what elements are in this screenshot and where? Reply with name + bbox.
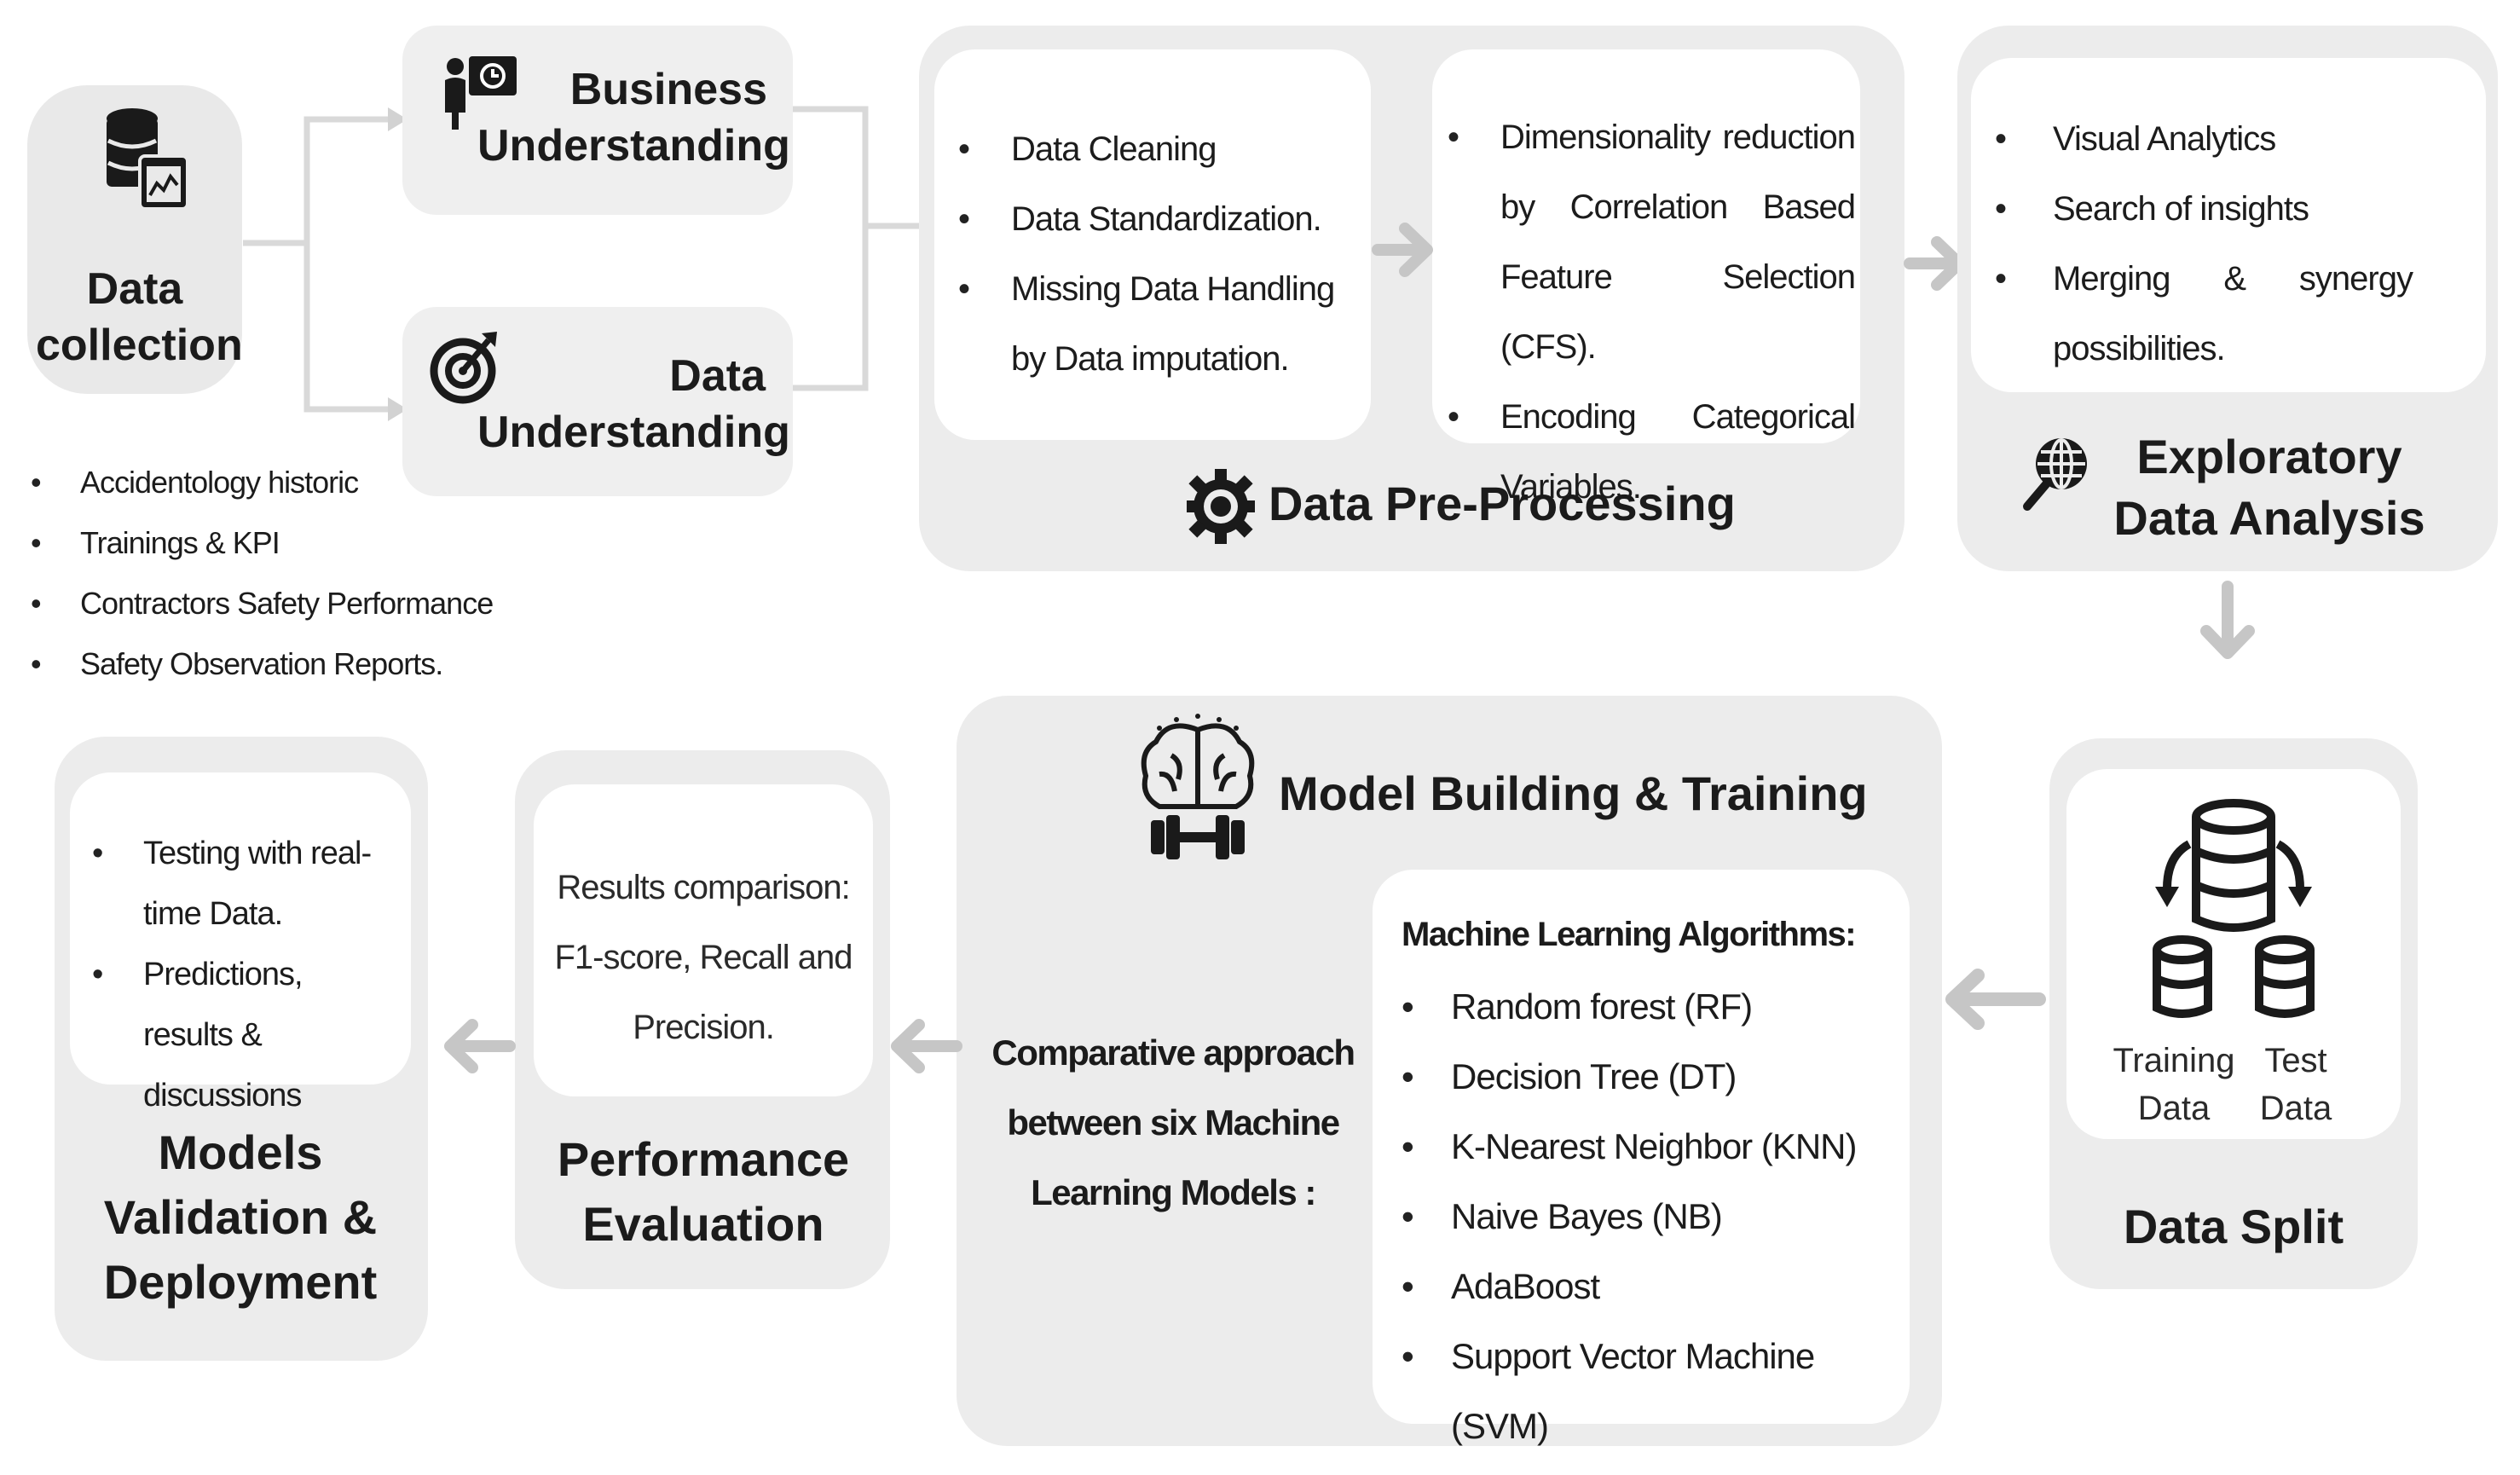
list-item: Random forest (RF) — [1402, 972, 1904, 1042]
test-data-label: Test Data — [2259, 1042, 2332, 1127]
list-item: Contractors Safety Performance — [31, 573, 508, 633]
preprocessing-title: Data Pre-Processing — [1269, 477, 1736, 530]
list-item: Testing with real-time Data. — [92, 824, 390, 945]
list-item: Encoding Categorical Variables. — [1448, 382, 1856, 522]
globe-search-icon — [2022, 433, 2090, 515]
arrow-icon — [1945, 969, 2046, 1030]
list-item: Predictions, results & discussions — [92, 945, 390, 1126]
database-chart-icon — [104, 107, 189, 213]
model-building-title: Model Building & Training — [1279, 766, 1868, 820]
list-item: Safety Observation Reports. — [31, 633, 508, 694]
performance-text: Results comparison: F1-score, Recall and… — [554, 869, 853, 1046]
list-item: Missing Data Handling by Data imputation… — [958, 254, 1350, 394]
deployment-list: Testing with real-time Data. Predictions… — [92, 824, 390, 1126]
list-item: Data Standardization. — [958, 184, 1350, 254]
list-item: Accidentology historic — [31, 452, 508, 512]
preprocessing-list-1: Data Cleaning Data Standardization. Miss… — [958, 114, 1350, 394]
arrow-icon — [2200, 581, 2255, 659]
data-split-title: Data Split — [2123, 1200, 2344, 1253]
list-item: Support Vector Machine (SVM) — [1402, 1322, 1904, 1461]
list-item: Trainings & KPI — [31, 512, 508, 573]
preprocessing-list-2: Dimensionality reduction by Correlation … — [1448, 102, 1856, 522]
eda-list: Visual Analytics Search of insights Merg… — [1995, 104, 2413, 384]
business-understanding-box — [402, 26, 793, 215]
algorithms-list: Random forest (RF) Decision Tree (DT) K-… — [1402, 972, 1904, 1461]
deployment-title: Models Validation & Deployment — [103, 1125, 378, 1309]
algorithms-heading: Machine Learning Algorithms: — [1402, 916, 1857, 953]
target-icon — [430, 328, 499, 405]
arrow-icon — [444, 1019, 516, 1073]
brain-dumbbell-icon — [1134, 713, 1262, 859]
database-split-icon — [2148, 793, 2319, 1023]
list-item: AdaBoost — [1402, 1252, 1904, 1322]
training-data-label: Training Data — [2113, 1042, 2235, 1127]
presenter-icon — [443, 53, 518, 130]
list-item: Data Cleaning — [958, 114, 1350, 184]
list-item: Naive Bayes (NB) — [1402, 1182, 1904, 1252]
list-item: K-Nearest Neighbor (KNN) — [1402, 1112, 1904, 1182]
comparative-approach-text: Comparative approach between six Machine… — [991, 1032, 1355, 1212]
data-sources-list: Accidentology historic Trainings & KPI C… — [31, 452, 508, 694]
list-item: Decision Tree (DT) — [1402, 1042, 1904, 1112]
gear-icon — [1187, 460, 1255, 546]
list-item: Dimensionality reduction by Correlation … — [1448, 102, 1856, 382]
list-item: Merging & synergy possibilities. — [1995, 244, 2413, 384]
arrow-icon — [1372, 223, 1433, 277]
arrow-icon — [891, 1019, 962, 1073]
eda-title: Exploratory Data Analysis — [2113, 430, 2425, 545]
business-understanding-title: Business Understanding — [477, 65, 790, 171]
list-item: Search of insights — [1995, 174, 2413, 244]
list-item: Visual Analytics — [1995, 104, 2413, 174]
performance-card — [534, 784, 873, 1096]
data-understanding-title: Data Understanding — [477, 351, 790, 457]
data-collection-title: Data collection — [36, 264, 243, 370]
performance-title: Performance Evaluation — [557, 1132, 850, 1251]
